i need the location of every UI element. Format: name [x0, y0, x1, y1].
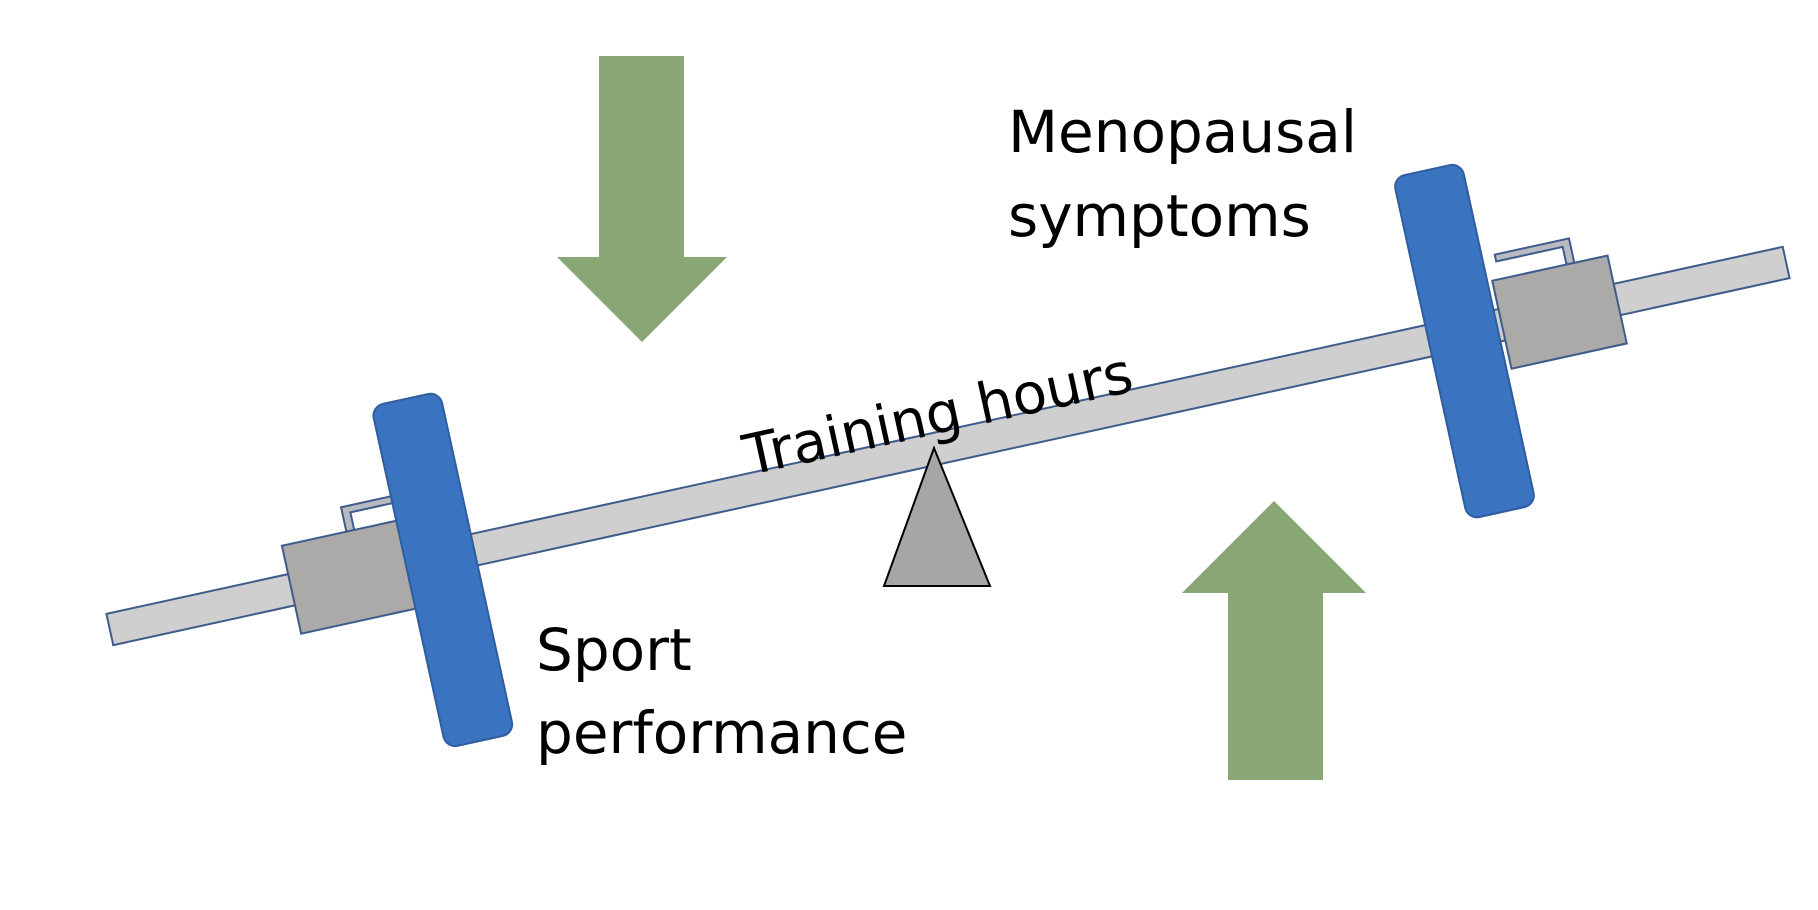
- right-plate: [1394, 163, 1535, 519]
- barbell: Training hours: [105, 163, 1791, 748]
- right-collar: [1491, 254, 1628, 370]
- arrow-down-icon: [557, 56, 727, 342]
- sport-performance-label-line1: Sport: [536, 616, 692, 684]
- menopausal-symptoms-label-line2: symptoms: [1008, 182, 1311, 250]
- barbell-bar: [105, 245, 1791, 647]
- left-plate: [372, 392, 514, 748]
- menopausal-symptoms-label-line1: Menopausal: [1008, 98, 1357, 166]
- triangle-fulcrum-icon: [882, 445, 992, 587]
- sport-performance-label-line2: performance: [536, 699, 907, 767]
- arrow-up-icon: [1182, 501, 1366, 780]
